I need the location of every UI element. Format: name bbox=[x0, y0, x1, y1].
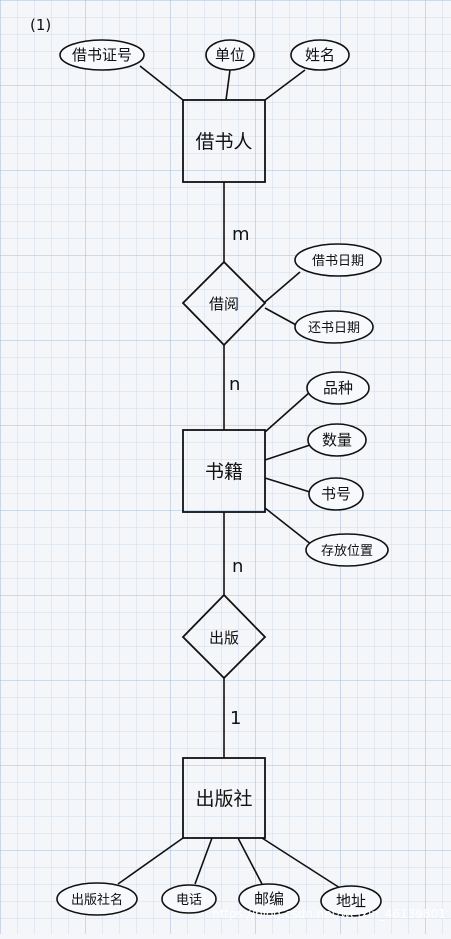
connector-lines bbox=[117, 65, 341, 889]
entity-borrower-box bbox=[182, 99, 266, 183]
attr-borrow-date-label: 借书日期 bbox=[312, 254, 364, 269]
line-publisher-name bbox=[117, 837, 184, 885]
cardinality-n-publish: n bbox=[232, 556, 243, 577]
attr-unit-label: 单位 bbox=[215, 46, 245, 64]
entity-publisher-box bbox=[182, 757, 266, 839]
attr-variety-ellipse bbox=[306, 371, 370, 405]
line-name bbox=[264, 69, 306, 101]
attr-phone-ellipse bbox=[161, 884, 217, 914]
line-card-no bbox=[139, 65, 184, 101]
attr-quantity-ellipse bbox=[307, 423, 367, 457]
entity-books-box bbox=[182, 429, 266, 513]
attr-address-ellipse bbox=[320, 885, 382, 917]
attr-book-no-label: 书号 bbox=[321, 485, 351, 503]
attr-phone-label: 电话 bbox=[176, 893, 202, 908]
attr-quantity-label: 数量 bbox=[322, 431, 352, 449]
line-quantity bbox=[264, 444, 311, 461]
relationship-borrow-label: 借阅 bbox=[209, 295, 239, 313]
cardinality-n-books: n bbox=[229, 374, 240, 395]
attr-return-date-ellipse bbox=[294, 310, 374, 344]
line-phone bbox=[194, 837, 213, 885]
attr-variety-label: 品种 bbox=[323, 379, 353, 397]
attr-location-ellipse bbox=[305, 533, 389, 567]
attr-borrow-date-ellipse bbox=[294, 243, 382, 277]
cardinality-1: 1 bbox=[230, 708, 241, 729]
attr-postcode-ellipse bbox=[238, 883, 300, 915]
line-address bbox=[261, 837, 341, 889]
attr-postcode-label: 邮编 bbox=[254, 890, 284, 908]
attr-book-no-ellipse bbox=[308, 477, 364, 511]
attr-card-no-ellipse bbox=[59, 39, 145, 71]
attr-publisher-name-label: 出版社名 bbox=[71, 892, 123, 908]
entity-borrower-label: 借书人 bbox=[195, 131, 252, 153]
diagram-title: (1) bbox=[30, 16, 51, 34]
line-location bbox=[264, 507, 313, 546]
relationship-borrow-diamond bbox=[181, 260, 267, 347]
attr-address-label: 地址 bbox=[336, 892, 366, 910]
line-return-date bbox=[264, 307, 299, 327]
relationship-publish-label: 出版 bbox=[209, 629, 239, 647]
line-borrow-date bbox=[264, 271, 301, 303]
attr-name-label: 姓名 bbox=[305, 46, 335, 64]
attr-name-ellipse bbox=[290, 39, 350, 71]
attr-return-date-label: 还书日期 bbox=[308, 321, 360, 336]
attr-publisher-name-ellipse bbox=[56, 882, 138, 916]
line-unit bbox=[225, 69, 231, 101]
relationship-publish-diamond bbox=[181, 593, 267, 680]
attr-unit-ellipse bbox=[205, 39, 255, 71]
entity-books-label: 书籍 bbox=[205, 461, 243, 483]
line-postcode bbox=[237, 837, 263, 885]
line-variety bbox=[264, 391, 311, 433]
attr-location-label: 存放位置 bbox=[321, 544, 373, 559]
entity-publisher-label: 出版社 bbox=[195, 788, 252, 810]
attr-card-no-label: 借书证号 bbox=[72, 46, 132, 64]
watermark-text: https://blog.csdn.net/weixin_46139801 bbox=[212, 907, 446, 921]
cardinality-m: m bbox=[232, 224, 250, 245]
line-book-no bbox=[264, 477, 311, 493]
